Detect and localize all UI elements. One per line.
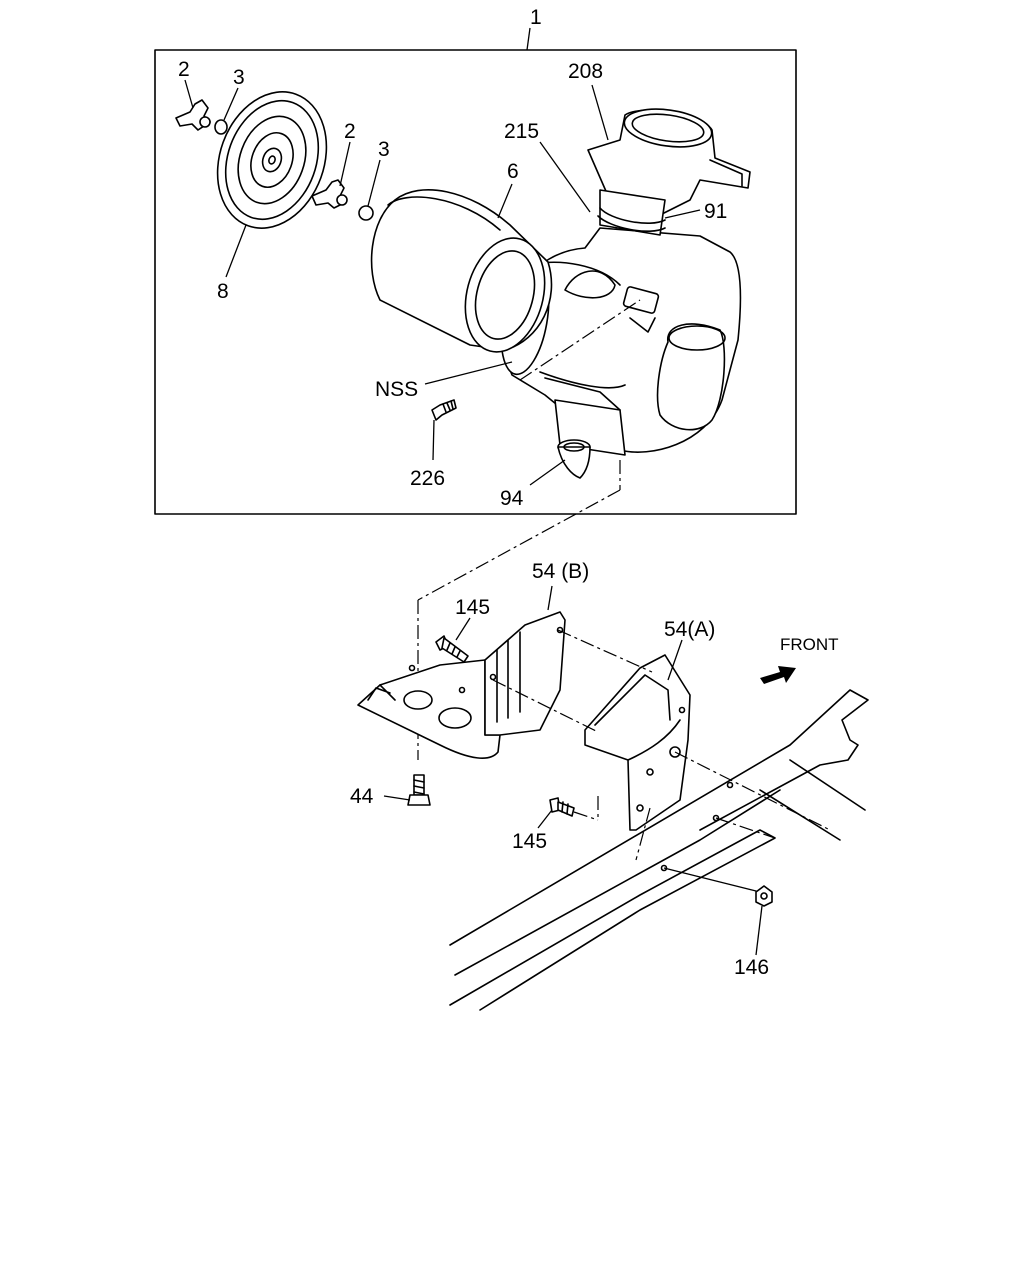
callout-valve: 94 bbox=[500, 487, 524, 510]
callout-nss: NSS bbox=[375, 378, 418, 401]
centerline-frame bbox=[674, 751, 831, 831]
centerline-54b-54a bbox=[557, 629, 653, 673]
front-arrow-icon bbox=[760, 666, 796, 684]
washer-lower bbox=[358, 205, 374, 221]
leader-3a bbox=[223, 87, 239, 121]
leader-3b bbox=[367, 159, 381, 207]
leader-94 bbox=[529, 459, 566, 486]
callout-clamp-hose: 215 bbox=[504, 120, 539, 143]
callout-washer-upper: 3 bbox=[233, 66, 245, 89]
leader-215 bbox=[539, 141, 591, 213]
callout-bolt-lower: 145 bbox=[512, 830, 547, 853]
callout-cover: 8 bbox=[217, 280, 229, 303]
callout-washer-lower: 3 bbox=[378, 138, 390, 161]
callout-screw: 226 bbox=[410, 467, 445, 490]
bracket-54a bbox=[584, 654, 691, 831]
callout-duct: 208 bbox=[568, 60, 603, 83]
bolt-145-lower bbox=[549, 797, 575, 817]
bolt-145-upper bbox=[435, 635, 469, 663]
leader-8 bbox=[225, 224, 247, 278]
leader-6 bbox=[497, 183, 513, 219]
centerline-frame-b bbox=[715, 817, 776, 839]
leader-54b bbox=[547, 585, 553, 611]
leader-146 bbox=[755, 905, 763, 956]
nut-146 bbox=[755, 885, 773, 907]
centerline-link bbox=[417, 489, 621, 601]
chassis-frame bbox=[449, 689, 869, 1011]
filter-element bbox=[370, 189, 553, 353]
callout-nut: 146 bbox=[734, 956, 769, 979]
bolt-44 bbox=[407, 774, 431, 806]
leader-nss bbox=[424, 361, 513, 385]
bracket-54b bbox=[357, 611, 566, 759]
leader-assembly bbox=[526, 27, 531, 51]
assembly-frame bbox=[154, 49, 797, 515]
leader-54a bbox=[667, 639, 683, 681]
centerline-bolt145 bbox=[573, 811, 599, 821]
centerline-54b-lower bbox=[492, 679, 599, 733]
callout-wing-bolt-lower: 2 bbox=[344, 120, 356, 143]
front-label: FRONT bbox=[780, 635, 839, 654]
centerline-nut bbox=[635, 807, 651, 861]
intake-duct bbox=[587, 108, 751, 236]
leader-145-upper bbox=[455, 617, 471, 641]
leader-208 bbox=[591, 84, 609, 141]
leader-91 bbox=[664, 209, 701, 219]
leader-2b bbox=[339, 141, 351, 187]
wing-bolt-upper bbox=[175, 99, 211, 131]
callout-bracket-a: 54(A) bbox=[664, 618, 715, 641]
callout-element: 6 bbox=[507, 160, 519, 183]
clamp-91 bbox=[597, 207, 666, 232]
callout-bracket-b: 54 (B) bbox=[532, 560, 589, 583]
leader-44 bbox=[383, 795, 411, 801]
callout-bolt-44: 44 bbox=[350, 785, 374, 808]
callout-clamp: 91 bbox=[704, 200, 727, 223]
centerline-nut-b bbox=[663, 867, 761, 893]
wing-bolt-lower bbox=[311, 179, 348, 209]
leader-226 bbox=[432, 419, 435, 461]
centerline-screw bbox=[519, 299, 641, 381]
washer-upper bbox=[214, 119, 228, 135]
screw-226 bbox=[431, 399, 457, 421]
leader-145-lower bbox=[537, 809, 553, 829]
cover-8 bbox=[216, 91, 328, 229]
leader-2a bbox=[184, 79, 194, 109]
valve-94 bbox=[557, 439, 591, 479]
callout-assembly: 1 bbox=[530, 6, 542, 29]
callout-wing-bolt-upper: 2 bbox=[178, 58, 190, 81]
callout-bolt-upper: 145 bbox=[455, 596, 490, 619]
